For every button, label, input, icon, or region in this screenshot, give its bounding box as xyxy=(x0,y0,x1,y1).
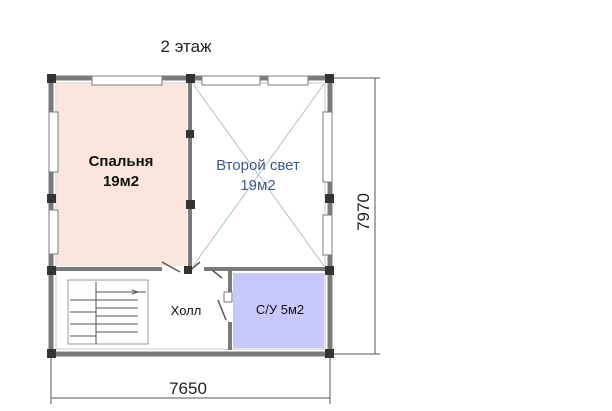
height-dimension xyxy=(334,77,380,355)
columns xyxy=(47,74,334,358)
width-dimension-label: 7650 xyxy=(169,379,207,398)
second-light-name: Второй свет xyxy=(216,157,300,174)
hall-name: Холл xyxy=(171,303,202,318)
bedroom-name: Спальня xyxy=(89,153,154,170)
bathroom-fill xyxy=(233,273,324,348)
height-dimension-label: 7970 xyxy=(354,193,373,231)
second-light-area: 19м2 xyxy=(240,177,275,194)
staircase xyxy=(67,279,149,345)
floor-title: 2 этаж xyxy=(161,37,213,56)
windows xyxy=(48,75,333,256)
bathroom-name: С/У 5м2 xyxy=(256,302,304,317)
width-dimension xyxy=(50,358,331,404)
second-light-cross xyxy=(192,83,325,267)
bedroom-fill xyxy=(57,84,187,266)
bedroom-area: 19м2 xyxy=(103,173,139,190)
